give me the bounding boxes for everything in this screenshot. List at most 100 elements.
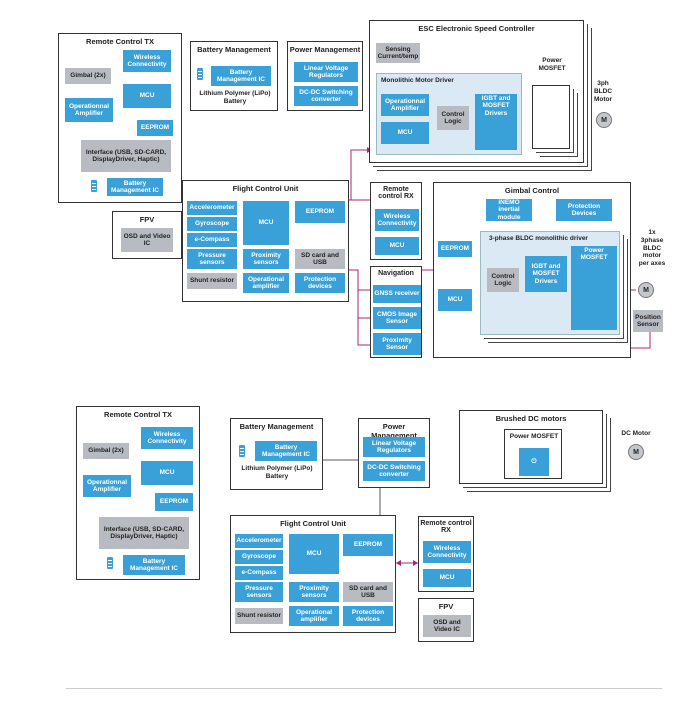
accelerometer: Accelerometer: [235, 534, 283, 548]
osd-block: OSD and Video IC: [423, 615, 471, 637]
accelerometer: Accelerometer: [187, 201, 237, 215]
top-navigation: Navigation GNSS receiver CMOS Image Sens…: [370, 266, 422, 358]
opamp-block: Operationnal Amplifier: [381, 94, 429, 116]
bottom-flight-control-unit: Flight Control Unit Accelerometer Gyrosc…: [230, 515, 396, 633]
eeprom-block: EEPROM: [295, 201, 345, 223]
title: FPV: [139, 215, 155, 224]
protection-block: Protection devices: [295, 273, 345, 293]
motor-icon: M: [638, 282, 654, 298]
top-power-management: Power Management Linear Voltage Regulato…: [287, 41, 363, 111]
bottom-remote-control-rx: Remote control RX Wireless Connectivity …: [418, 516, 474, 592]
title: Flight Control Unit: [280, 519, 346, 528]
lvr-block: Linear Voltage Regulators: [363, 437, 425, 457]
control-logic-block: Control Logic: [437, 106, 469, 130]
wireless-block: Wireless Connectivity: [123, 50, 171, 72]
gyroscope: Gyroscope: [235, 550, 283, 564]
interface-block: Interface (USB, SD-CARD, DisplayDriver, …: [99, 517, 189, 549]
pmos-label: Power MOSFET: [509, 433, 559, 440]
pmos-label: Power MOSFET: [538, 57, 566, 72]
mcu-block: MCU: [438, 289, 472, 311]
eeprom-block: EEPROM: [343, 534, 393, 556]
gnss-block: GNSS receiver: [373, 285, 421, 303]
esc-motor-label: 3ph BLDC Motor: [593, 80, 613, 103]
title: Remote control RX: [378, 186, 414, 200]
monolithic-driver-panel: Monolithic Motor Driver Operationnal Amp…: [376, 73, 522, 155]
bottom-remote-control-tx: Remote Control TX Gimbal (2x) Wireless C…: [76, 406, 200, 580]
gimbal-motor-label: 1x 3phase BLDC motor per axes: [638, 229, 666, 268]
pressure-block: Pressure sensors: [187, 249, 237, 269]
osd-block: OSD and Video IC: [121, 228, 173, 252]
top-flight-control-unit: Flight Control Unit Accelerometer Gyrosc…: [182, 180, 349, 302]
top-remote-control-rx: Remote control RX Wireless Connectivity …: [370, 182, 422, 260]
battery-icon: [197, 68, 203, 80]
title: Battery Management: [239, 422, 314, 431]
mcu-block: MCU: [375, 237, 419, 255]
mmd-label: Monolithic Motor Driver: [381, 77, 454, 84]
shunt-block: Shunt resistor: [235, 608, 283, 624]
eeprom-block: EEPROM: [137, 120, 173, 136]
pmos-block: Power MOSFET: [571, 246, 617, 330]
title: Power Management: [371, 422, 417, 440]
title: Gimbal Control: [504, 186, 560, 195]
title: Remote control RX: [420, 520, 472, 534]
interface-block: Interface (USB, SD-CARD, DisplayDriver, …: [81, 140, 171, 172]
mosfet-icon: ⏻: [519, 448, 549, 476]
sd-block: SD card and USB: [295, 249, 345, 269]
bmic-block: Battery Management IC: [211, 66, 271, 86]
opamp-block: Operational amplifier: [289, 606, 339, 626]
top-esc: ESC Electronic Speed Controller Sensing …: [369, 20, 584, 163]
top-battery-management: Battery Management Battery Management IC…: [190, 41, 278, 111]
title: Battery Management: [197, 45, 271, 54]
shunt-block: Shunt resistor: [187, 273, 237, 289]
control-logic-block: Control Logic: [487, 268, 519, 292]
bottom-fpv: FPV OSD and Video IC: [418, 598, 474, 642]
eeprom-block: EEPROM: [155, 493, 193, 511]
pmos-frame: Power MOSFET ⏻: [504, 429, 562, 479]
dc-motor-label: DC Motor: [621, 430, 651, 437]
pressure-block: Pressure sensors: [235, 582, 283, 602]
mcu-block: MCU: [243, 201, 289, 245]
top-fpv: FPV OSD and Video IC: [112, 211, 182, 259]
title: FPV: [438, 602, 454, 611]
wireless-block: Wireless Connectivity: [141, 427, 193, 449]
protection-block: Protection devices: [343, 606, 393, 626]
mcu-block: MCU: [123, 84, 171, 108]
battery-icon: [239, 445, 245, 457]
title: Power Management: [289, 45, 361, 54]
bmic-block: Battery Management IC: [123, 555, 185, 575]
battery-icon: [91, 180, 97, 192]
gimbal-block: Gimbal (2x): [83, 443, 129, 459]
igbt-block: IGBT and MOSFET Drivers: [475, 94, 517, 150]
motor-icon: M: [596, 112, 612, 128]
top-gimbal-control: Gimbal Control iNEMO inertial module Pro…: [433, 182, 631, 358]
opamp-block: Operationnal Amplifier: [65, 98, 113, 122]
mcu-block: MCU: [423, 569, 471, 587]
protection-block: Protection Devices: [556, 199, 612, 221]
title: Remote Control TX: [104, 410, 172, 419]
footer-divider: [66, 688, 662, 689]
ecompass: e-Compass: [187, 233, 237, 247]
mcu-block: MCU: [381, 122, 429, 144]
title: ESC Electronic Speed Controller: [418, 24, 535, 33]
opamp-block: Operational amplifier: [243, 273, 289, 293]
driver-label: 3-phase BLDC monolithic driver: [489, 235, 588, 242]
lipo-label: Lithium Polymer (LiPo) Battery: [199, 90, 271, 105]
battery-icon: [107, 557, 113, 569]
bmic-block: Battery Management IC: [107, 178, 163, 196]
bottom-battery-management: Battery Management Battery Management IC…: [230, 418, 323, 490]
inemo-block: iNEMO inertial module: [486, 199, 532, 221]
sensing-block: Sensing Current/temp: [376, 43, 420, 63]
bottom-power-management: Power Management Linear Voltage Regulato…: [358, 418, 430, 488]
opamp-block: Operationnal Amplifier: [83, 475, 131, 497]
title: Navigation: [378, 270, 414, 277]
bldc-driver-panel: 3-phase BLDC monolithic driver Control L…: [480, 231, 620, 335]
lvr-block: Linear Voltage Regulators: [294, 62, 358, 82]
prox-block: Proximity Sensor: [373, 333, 421, 355]
sd-block: SD card and USB: [343, 582, 393, 602]
mcu-block: MCU: [141, 461, 193, 485]
dcdc-block: DC-DC Switching converter: [294, 86, 358, 106]
position-sensor-block: Position Sensor: [633, 310, 663, 332]
lipo-label: Lithium Polymer (LiPo) Battery: [241, 465, 313, 480]
top-remote-control-tx: Remote Control TX Gimbal (2x) Wireless C…: [58, 33, 182, 203]
eeprom-block: EEPROM: [438, 241, 472, 257]
